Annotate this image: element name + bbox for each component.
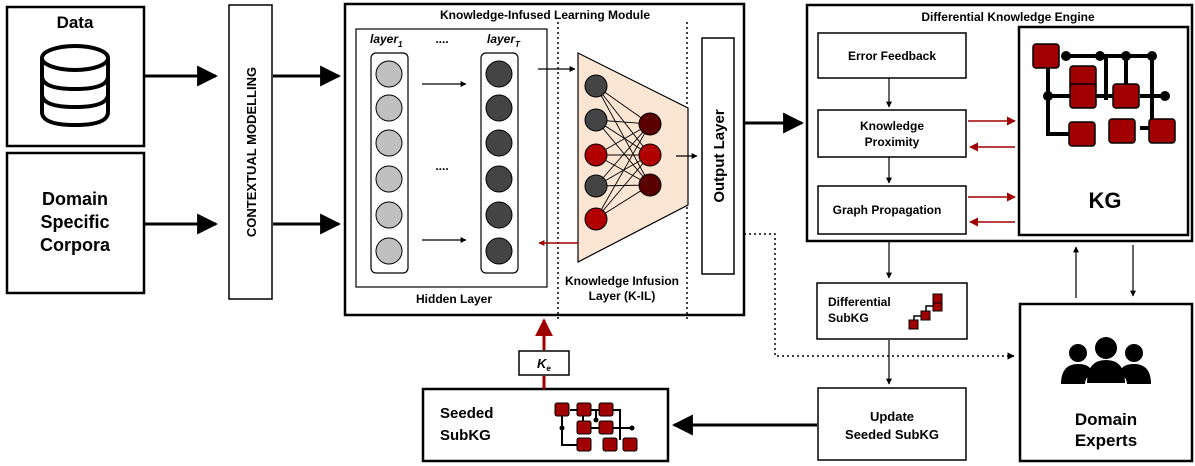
- kil-neuron: [584, 207, 608, 231]
- corpora-line2: Specific: [40, 212, 109, 232]
- differential-subkg-box: Differential SubKG: [816, 282, 968, 340]
- data-box: Data: [5, 5, 146, 148]
- differential-subkg-icon: [908, 293, 943, 330]
- kil-neuron: [584, 74, 608, 98]
- knowledge-graph-icon: [1032, 43, 1176, 147]
- differential-line2: SubKG: [828, 311, 869, 325]
- kil-neuron: [584, 108, 608, 132]
- neuron: [485, 165, 513, 193]
- neuron: [485, 237, 513, 265]
- kil-edge: [595, 85, 651, 186]
- domain-experts-box: Domain Experts: [1018, 302, 1194, 463]
- kil-nodes: [584, 74, 662, 231]
- graph-propagation-label: Graph Propagation: [833, 203, 942, 217]
- contextual-modelling-label: CONTEXTUAL MODELLING: [244, 67, 259, 237]
- users-icon: [1061, 337, 1151, 384]
- output-layer-label: Output Layer: [711, 109, 728, 203]
- dots-middle: ....: [435, 159, 448, 173]
- kil-edge: [595, 85, 651, 156]
- knowledge-proximity-box: [817, 109, 967, 158]
- update-seeded-subkg-box: Update Seeded SubKG: [817, 387, 967, 461]
- kil-neuron: [584, 143, 608, 167]
- kil-edge: [595, 119, 651, 186]
- neuron: [375, 129, 403, 157]
- neuron: [375, 60, 403, 88]
- engine-title: Differential Knowledge Engine: [921, 10, 1095, 24]
- neuron: [375, 237, 403, 265]
- kil-edge: [595, 123, 651, 187]
- neuron: [375, 94, 403, 122]
- differential-line1: Differential: [828, 295, 891, 309]
- kil-label-line2: Layer (K-IL): [589, 289, 656, 303]
- learning-module-title: Knowledge-Infused Learning Module: [440, 8, 650, 22]
- corpora-box: Domain Specific Corpora: [5, 151, 146, 295]
- hidden-layer-label: Hidden Layer: [416, 292, 492, 306]
- seeded-subkg-icon: [554, 402, 638, 452]
- graph-propagation-box: [817, 185, 967, 235]
- layer-t-label: layerT: [487, 32, 521, 49]
- data-label: Data: [57, 13, 94, 32]
- output-layer-box: [701, 37, 735, 275]
- kil-neuron: [638, 143, 662, 167]
- seeded-line2: SubKG: [440, 427, 491, 444]
- learning-module: Knowledge-Infused Learning Module layer1…: [343, 2, 746, 322]
- kil-neuron: [584, 174, 608, 198]
- seeded-subkg-box: Seeded SubKG: [421, 387, 670, 463]
- layer-1-nodes: [375, 60, 403, 265]
- corpora-line3: Corpora: [40, 235, 111, 255]
- knowledge-infusion-layer: [577, 52, 689, 263]
- error-feedback-label: Error Feedback: [848, 49, 936, 63]
- kil-neuron: [638, 173, 662, 197]
- kg-label: KG: [1089, 188, 1122, 213]
- dots-top: ....: [435, 32, 448, 46]
- kil-label-line1: Knowledge Infusion: [565, 274, 679, 288]
- contextual-modelling-box: CONTEXTUAL MODELLING: [228, 4, 273, 300]
- ke-label: Ke: [537, 356, 551, 373]
- neuron: [375, 201, 403, 229]
- error-feedback-box: [817, 32, 967, 79]
- knowledge-proximity-line1: Knowledge: [860, 119, 924, 133]
- domain-experts-line2: Experts: [1075, 431, 1137, 450]
- neuron: [375, 165, 403, 193]
- layer-1-label: layer1: [370, 32, 403, 49]
- corpora-line1: Domain: [42, 189, 108, 209]
- domain-experts-line1: Domain: [1075, 410, 1137, 429]
- neuron: [485, 201, 513, 229]
- knowledge-engine: Differential Knowledge Engine Error Feed…: [805, 3, 1194, 243]
- update-line2: Seeded SubKG: [845, 427, 939, 442]
- neuron: [485, 94, 513, 122]
- neuron: [485, 129, 513, 157]
- ke-box: Ke: [518, 350, 570, 376]
- neuron: [485, 60, 513, 88]
- update-line1: Update: [870, 409, 914, 424]
- kil-edge: [595, 154, 651, 220]
- database-icon: [40, 44, 110, 128]
- layer-t-nodes: [485, 60, 513, 265]
- kil-neuron: [638, 112, 662, 136]
- dotted-output-to-experts: [744, 233, 1015, 360]
- kil-edge: [595, 123, 651, 220]
- seeded-line1: Seeded: [440, 405, 493, 422]
- knowledge-proximity-line2: Proximity: [865, 135, 920, 149]
